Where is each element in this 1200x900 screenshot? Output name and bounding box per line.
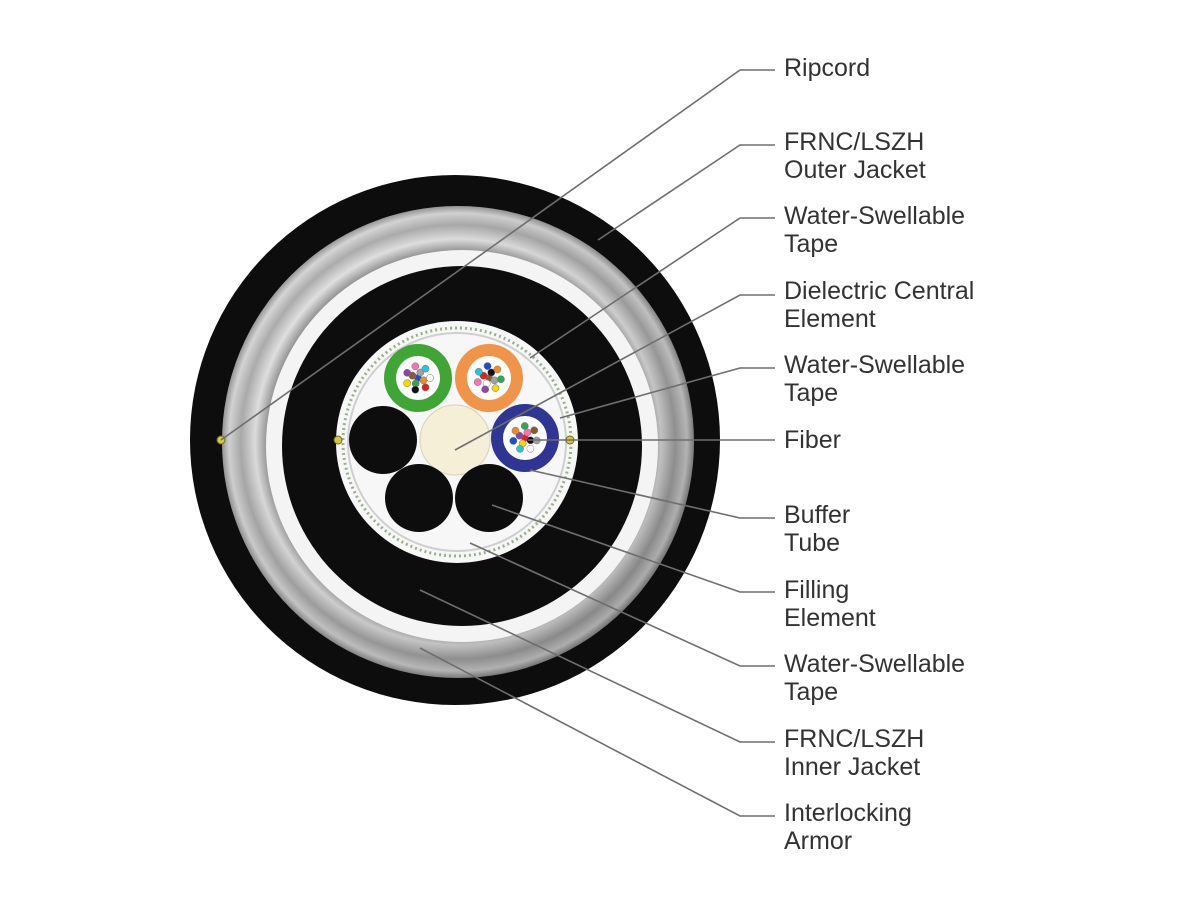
leader-dielectric-central-element <box>454 294 775 451</box>
fiber-strand <box>509 437 518 445</box>
filling-element-3 <box>455 464 523 532</box>
label-filling-element-line-2: Element <box>784 604 876 632</box>
fiber-strand <box>497 375 505 384</box>
label-water-swellable-tape-1-line-1: Water-Swellable <box>784 202 966 230</box>
leader-filling-element <box>491 504 775 593</box>
label-buffer-tube: Buffer Tube <box>784 501 850 557</box>
label-inner-jacket: FRNC/LSZH Inner Jacket <box>784 725 924 781</box>
fiber-strand <box>493 365 502 374</box>
leader-ripcord <box>220 69 775 441</box>
leader-lines <box>220 69 775 817</box>
label-ripcord-line-1: Ripcord <box>784 54 871 82</box>
label-interlocking-armor: Interlocking Armor <box>784 799 912 855</box>
fiber-strand <box>421 383 430 392</box>
fiber-strand <box>411 385 420 394</box>
fiber-strand <box>426 374 434 382</box>
leader-interlocking-armor <box>419 647 775 817</box>
filling-element-1 <box>349 406 417 474</box>
leader-water-swellable-tape-1 <box>529 217 775 359</box>
fiber-bundle <box>403 362 434 394</box>
label-outer-jacket-line-1: FRNC/LSZH <box>784 128 925 156</box>
label-dielectric-central-element-line-2: Element <box>784 305 876 333</box>
label-fiber: Fiber <box>784 426 841 454</box>
fiber-strand <box>487 368 496 377</box>
fiber-strand <box>520 422 529 430</box>
fiber-bundle <box>509 422 541 453</box>
fiber-strand <box>419 376 428 385</box>
label-interlocking-armor-line-2: Armor <box>784 827 853 855</box>
leader-inner-jacket <box>419 589 775 743</box>
fiber-strand <box>411 362 420 371</box>
label-buffer-tube-line-2: Tube <box>784 529 841 557</box>
label-inner-jacket-line-1: FRNC/LSZH <box>784 725 925 753</box>
leader-buffer-tube <box>529 469 775 519</box>
label-water-swellable-tape-1-line-2: Tape <box>784 230 839 258</box>
fiber-strand <box>483 362 492 370</box>
label-water-swellable-tape-3-line-2: Tape <box>784 678 839 706</box>
label-fiber-line-1: Fiber <box>784 426 841 454</box>
label-dielectric-central-element: Dielectric Central Element <box>784 277 974 333</box>
fiber-strand <box>403 368 412 377</box>
fiber-strand <box>511 426 520 435</box>
label-water-swellable-tape-1: Water-Swellable Tape <box>784 202 965 258</box>
filling-element-2 <box>385 464 453 532</box>
label-water-swellable-tape-3-line-1: Water-Swellable <box>784 650 966 678</box>
leader-water-swellable-tape-3 <box>469 542 775 667</box>
fiber-strand <box>526 444 535 453</box>
fiber-strand <box>515 431 524 440</box>
label-water-swellable-tape-3: Water-Swellable Tape <box>784 650 965 706</box>
ripcords <box>216 435 575 445</box>
label-ripcord: Ripcord <box>784 54 870 82</box>
label-outer-jacket: FRNC/LSZH Outer Jacket <box>784 128 926 184</box>
label-water-swellable-tape-2-line-2: Tape <box>784 379 839 407</box>
fiber-strand <box>421 364 430 373</box>
fiber-bundles <box>403 362 541 453</box>
leader-water-swellable-tape-2 <box>559 367 775 419</box>
label-outer-jacket-line-2: Outer Jacket <box>784 156 926 184</box>
label-filling-element-line-1: Filling <box>784 576 850 604</box>
label-water-swellable-tape-2-line-1: Water-Swellable <box>784 351 966 379</box>
fiber-strand <box>403 379 412 388</box>
label-dielectric-central-element-line-1: Dielectric Central <box>784 277 975 305</box>
leader-outer-jacket <box>597 144 775 241</box>
label-buffer-tube-line-1: Buffer <box>784 501 851 529</box>
fiber-strand <box>523 428 532 437</box>
ripcord-inner-left <box>333 435 343 445</box>
fiber-strand <box>473 378 482 386</box>
fiber-strand <box>416 368 425 377</box>
fiber-strand <box>516 445 524 453</box>
fiber-bundle <box>473 362 505 394</box>
fiber-strand <box>530 426 539 435</box>
label-inner-jacket-line-2: Inner Jacket <box>784 753 921 781</box>
label-filling-element: Filling Element <box>784 576 876 632</box>
fiber-strand <box>474 367 483 376</box>
dielectric-central-element-shape <box>419 404 491 476</box>
label-interlocking-armor-line-1: Interlocking <box>784 799 912 827</box>
fiber-strand <box>491 384 500 392</box>
label-water-swellable-tape-2: Water-Swellable Tape <box>784 351 965 407</box>
fiber-strand <box>490 376 499 385</box>
fiber-strand <box>481 385 489 394</box>
